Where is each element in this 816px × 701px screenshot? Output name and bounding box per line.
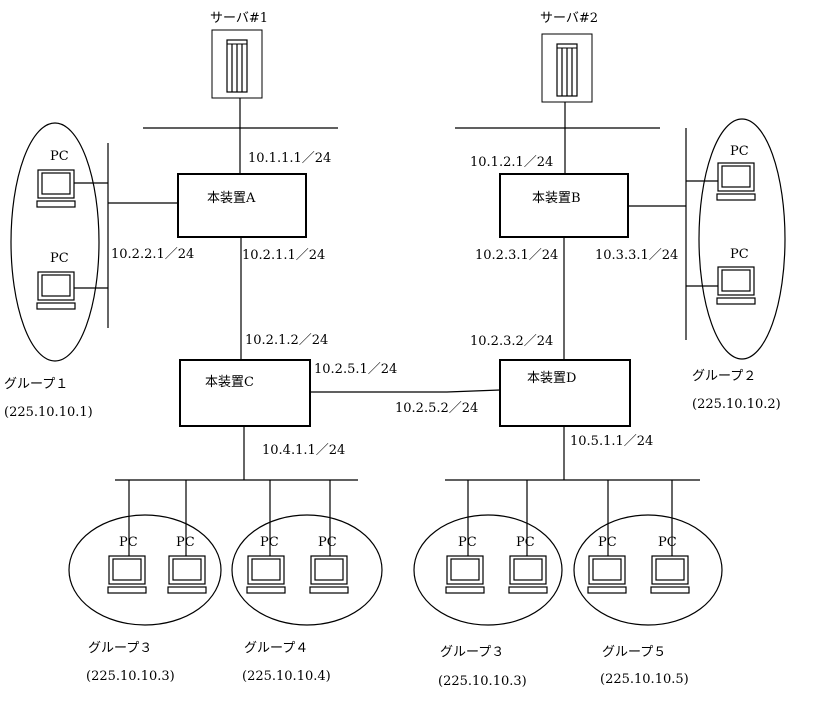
- group-3a-pc-1-icon: [107, 555, 147, 594]
- addr-b-up: 10.1.2.1／24: [470, 155, 553, 170]
- addr-d-up: 10.2.3.2／24: [470, 334, 553, 349]
- group-3a-address: (225.10.10.3): [86, 669, 175, 684]
- group-3a-pc-2-label: PC: [176, 535, 195, 550]
- group-3b-address: (225.10.10.3): [438, 674, 527, 689]
- group-3b-ellipse: [413, 514, 563, 626]
- group-1-name: グループ１: [4, 377, 68, 392]
- group-2-pc-1-label: PC: [730, 144, 749, 159]
- group-4-name: グループ４: [244, 641, 308, 656]
- device-a-box: [177, 173, 307, 238]
- server-2-icon: [541, 33, 593, 103]
- device-c-box: [179, 359, 311, 427]
- group-4-ellipse: [231, 514, 383, 626]
- group-3b-pc-1-icon: [445, 555, 485, 594]
- group-3b-name: グループ３: [440, 645, 504, 660]
- addr-a-down: 10.2.1.1／24: [242, 248, 325, 263]
- group-4-pc-1-label: PC: [260, 535, 279, 550]
- device-d-box: [499, 359, 631, 427]
- group-1-pc-2-icon: [36, 271, 76, 310]
- group-5-pc-1-label: PC: [598, 535, 617, 550]
- group-2-pc-1-icon: [716, 162, 756, 201]
- group-2-address: (225.10.10.2): [692, 397, 781, 412]
- addr-c-down: 10.4.1.1／24: [262, 443, 345, 458]
- group-3b-pc-1-label: PC: [458, 535, 477, 550]
- group-5-ellipse: [573, 514, 723, 626]
- group-1-ellipse: [10, 122, 100, 362]
- addr-d-down: 10.5.1.1／24: [570, 434, 653, 449]
- group-1-address: (225.10.10.1): [4, 405, 93, 420]
- device-b-label: 本装置B: [532, 191, 581, 206]
- group-4-address: (225.10.10.4): [242, 669, 331, 684]
- group-4-pc-1-icon: [246, 555, 286, 594]
- addr-a-left: 10.2.2.1／24: [111, 247, 194, 262]
- group-5-pc-1-icon: [587, 555, 627, 594]
- group-5-pc-2-icon: [650, 555, 690, 594]
- group-4-pc-2-icon: [309, 555, 349, 594]
- group-1-pc-1-icon: [36, 169, 76, 208]
- device-a-label: 本装置A: [207, 191, 256, 206]
- addr-d-left: 10.2.5.2／24: [395, 401, 478, 416]
- group-3a-pc-2-icon: [167, 555, 207, 594]
- device-c-label: 本装置C: [205, 375, 254, 390]
- group-5-address: (225.10.10.5): [600, 672, 689, 687]
- addr-b-right: 10.3.3.1／24: [595, 248, 678, 263]
- group-3a-pc-1-label: PC: [119, 535, 138, 550]
- group-5-pc-2-label: PC: [658, 535, 677, 550]
- server-2-label: サーバ#2: [540, 11, 598, 26]
- group-2-name: グループ２: [692, 369, 756, 384]
- group-5-name: グループ５: [602, 645, 666, 660]
- group-3b-pc-2-label: PC: [516, 535, 535, 550]
- link-c-d: [310, 389, 501, 393]
- group-2-ellipse: [698, 118, 786, 360]
- device-d-label: 本装置D: [527, 371, 576, 386]
- addr-c-up: 10.2.1.2／24: [245, 333, 328, 348]
- addr-c-right: 10.2.5.1／24: [314, 362, 397, 377]
- group-2-pc-2-icon: [716, 266, 756, 305]
- group-3a-name: グループ３: [88, 641, 152, 656]
- group-1-pc-2-label: PC: [50, 251, 69, 266]
- addr-a-up: 10.1.1.1／24: [248, 151, 331, 166]
- addr-b-down: 10.2.3.1／24: [475, 248, 558, 263]
- group-4-pc-2-label: PC: [318, 535, 337, 550]
- group-3a-ellipse: [68, 514, 222, 626]
- server-1-label: サーバ#1: [210, 11, 268, 26]
- server-1-icon: [211, 29, 263, 99]
- group-1-pc-1-label: PC: [50, 149, 69, 164]
- group-2-pc-2-label: PC: [730, 247, 749, 262]
- group-3b-pc-2-icon: [508, 555, 548, 594]
